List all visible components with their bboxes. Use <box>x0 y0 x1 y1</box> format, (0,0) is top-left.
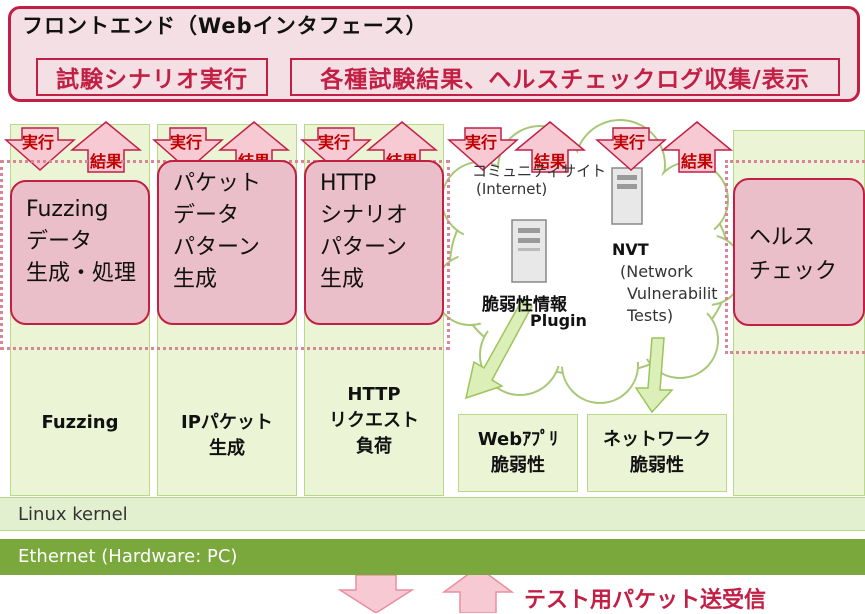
box-line: チェック <box>749 259 838 284</box>
network-vuln-box: ネットワーク 脆弱性 <box>587 414 727 492</box>
module-line: リクエスト <box>329 410 419 431</box>
run-label: 実行 <box>318 133 351 152</box>
result-label: 結果 <box>681 152 714 171</box>
result-arrow-icon <box>660 121 734 173</box>
box-line: HTTP <box>320 171 377 196</box>
ethernet-bar: Ethernet (Hardware: PC) <box>0 539 865 575</box>
run-label: 実行 <box>170 133 203 152</box>
box-line: 生成 <box>173 267 218 292</box>
box-line: データ <box>173 203 240 228</box>
run-arrow-icon <box>4 127 76 172</box>
packet-send-receive-label: テスト用パケット送受信 <box>524 588 767 613</box>
box-line: 生成 <box>320 267 365 292</box>
vuln-line: Webｱﾌﾟﾘ <box>477 429 559 450</box>
result-label: 結果 <box>90 152 123 171</box>
run-arrow-icon <box>152 127 224 172</box>
packet-pattern-box: パケット データ パターン 生成 <box>157 160 297 325</box>
nvt-line: Tests) <box>627 306 674 325</box>
result-arrow-icon <box>513 121 587 173</box>
box-line: データ <box>26 229 93 254</box>
run-label: 実行 <box>613 133 646 152</box>
health-region-outline <box>725 160 865 354</box>
frontend-title: フロントエンド（Webインタフェース） <box>22 14 428 38</box>
result-arrow-icon <box>69 121 143 173</box>
nvt-server-icon <box>611 167 643 225</box>
box-line: パターン <box>320 235 407 260</box>
web-app-vuln-box: Webｱﾌﾟﾘ 脆弱性 <box>458 414 578 492</box>
plugin-server-icon <box>511 219 547 283</box>
internet-label: (Internet) <box>476 180 548 198</box>
fuzzing-data-box: Fuzzing データ 生成・処理 <box>10 180 150 325</box>
run-arrow-icon <box>300 127 372 172</box>
module-line: HTTP <box>347 384 401 405</box>
vuln-line: 脆弱性 <box>491 455 545 476</box>
plugin-label: Plugin <box>530 311 587 330</box>
run-arrow-icon <box>447 127 519 172</box>
plugin-arrow-icon <box>464 298 534 400</box>
box-line: パケット <box>173 171 262 196</box>
collect-results-button[interactable]: 各種試験結果、ヘルスチェックログ収集/表示 <box>290 58 840 96</box>
module-line: IPパケット <box>181 412 273 433</box>
vuln-line: 脆弱性 <box>630 455 684 476</box>
vuln-info-label: 脆弱性情報 <box>482 295 567 315</box>
module-line: 生成 <box>209 438 245 459</box>
receive-arrow-icon <box>337 574 415 613</box>
linux-kernel-bar: Linux kernel <box>0 497 865 531</box>
linux-kernel-label: Linux kernel <box>18 504 128 525</box>
fuzzing-module-label: Fuzzing <box>10 410 150 436</box>
box-line: パターン <box>173 235 260 260</box>
box-line: ヘルス <box>749 225 816 250</box>
community-site-label: コミュニティサイト <box>472 162 607 180</box>
box-line: Fuzzing <box>26 197 109 222</box>
run-label: 実行 <box>465 133 498 152</box>
nvt-line: Vulnerabilit <box>627 284 718 303</box>
box-line: 生成・処理 <box>26 261 137 286</box>
send-arrow-icon <box>441 566 515 613</box>
nvt-label: NVT <box>612 240 649 259</box>
box-line: シナリオ <box>320 203 409 228</box>
run-label: 実行 <box>22 133 55 152</box>
ip-packet-module-label: IPパケット 生成 <box>157 410 297 462</box>
http-module-label: HTTP リクエスト 負荷 <box>304 382 444 460</box>
run-arrow-icon <box>595 127 667 172</box>
vuln-line: ネットワーク <box>603 429 711 450</box>
module-line: 負荷 <box>356 436 392 457</box>
result-label: 結果 <box>534 152 567 171</box>
nvt-line: (Network <box>620 262 694 281</box>
ethernet-label: Ethernet (Hardware: PC) <box>18 546 238 567</box>
run-scenario-button[interactable]: 試験シナリオ実行 <box>36 58 268 96</box>
http-scenario-box: HTTP シナリオ パターン 生成 <box>304 160 444 325</box>
health-check-box: ヘルス チェック <box>733 178 865 326</box>
nvt-arrow-icon <box>634 337 674 414</box>
module-line: Fuzzing <box>41 412 119 433</box>
